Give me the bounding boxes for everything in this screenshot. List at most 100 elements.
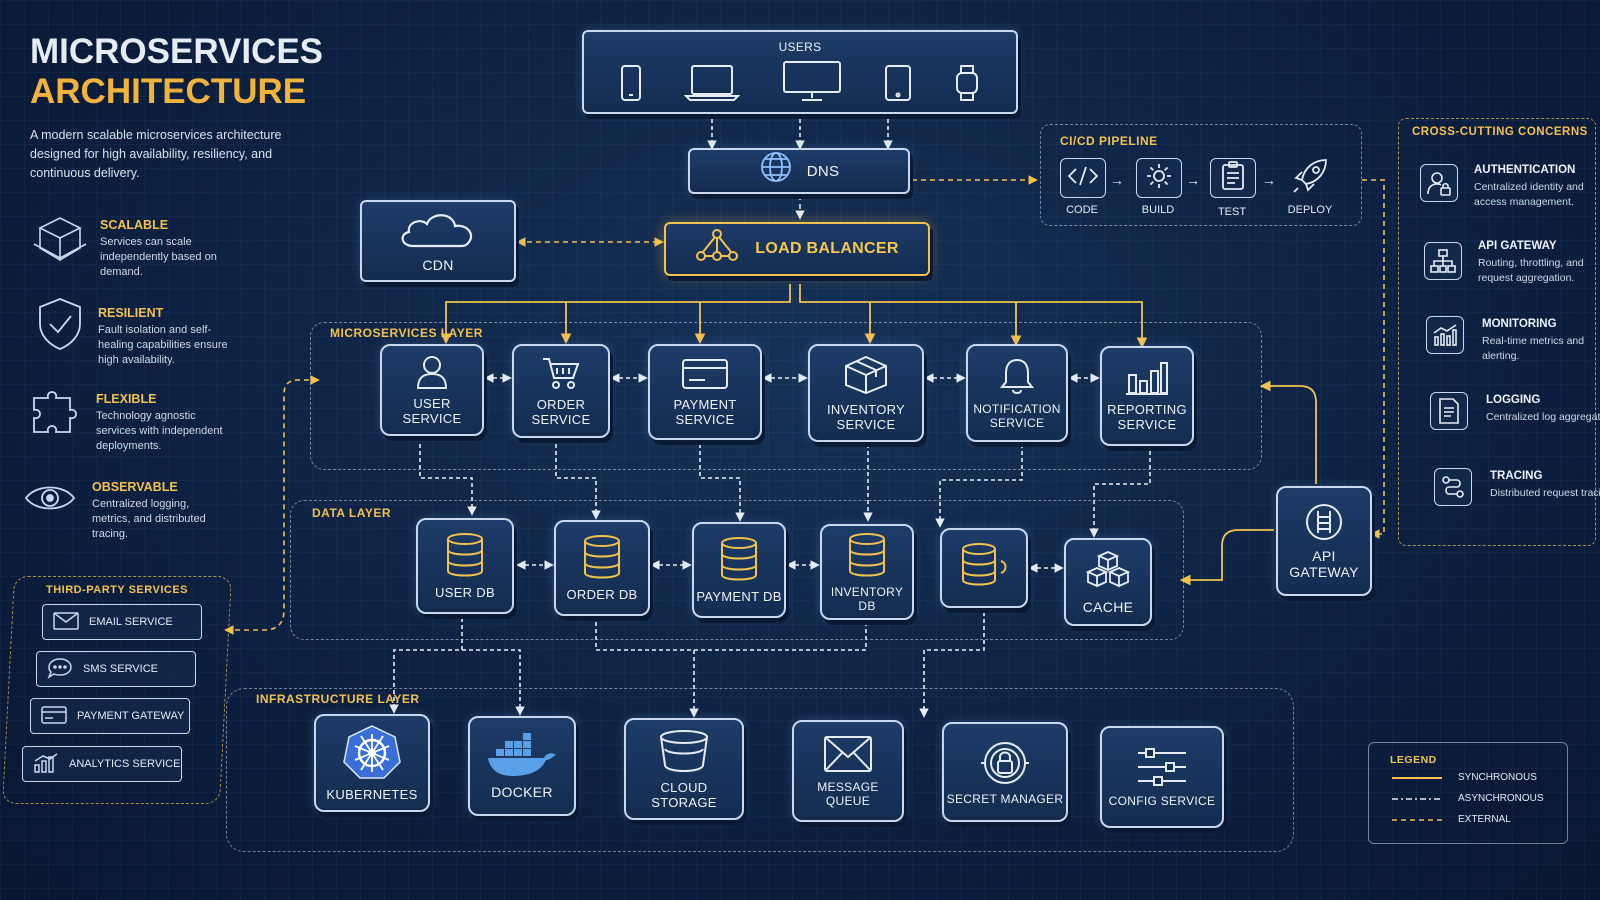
reporting-service[interactable]: REPORTING SERVICE [1100, 346, 1194, 446]
cc-title-authentication: AUTHENTICATION [1474, 164, 1576, 176]
kubernetes-label: KUBERNETES [326, 787, 418, 802]
third-party-analytics[interactable]: ANALYTICS SERVICE [22, 746, 182, 782]
notification-service[interactable]: NOTIFICATION SERVICE [966, 344, 1068, 442]
database-icon [959, 542, 1009, 594]
infrastructure-layer-label: INFRASTRUCTURE LAYER [256, 692, 420, 706]
api-gateway-box[interactable]: API GATEWAY [1276, 486, 1372, 596]
third-party-sms[interactable]: SMS SERVICE [36, 651, 196, 687]
api-gateway-line2: GATEWAY [1289, 563, 1359, 580]
rocket-icon[interactable] [1290, 156, 1330, 201]
third-party-sms-label: SMS SERVICE [83, 663, 158, 675]
mail-icon [53, 611, 79, 633]
feature-text-scalable: Services can scale independently based o… [100, 236, 217, 278]
bell-icon [999, 357, 1035, 402]
payment-service[interactable]: PAYMENT SERVICE [648, 344, 762, 440]
page-description: A modern scalable microservices architec… [30, 128, 282, 180]
inventory-service-line2: SERVICE [836, 416, 896, 432]
cross-cutting-title: CROSS-CUTTING CONCERNS [1412, 126, 1588, 138]
third-party-analytics-label: ANALYTICS SERVICE [69, 758, 181, 770]
database-icon [445, 532, 485, 585]
secret-manager-label: SECRET MANAGER [946, 791, 1064, 806]
gateway-icon [1305, 503, 1343, 548]
message-queue[interactable]: MESSAGE QUEUE [792, 720, 904, 822]
third-party-payment[interactable]: PAYMENT GATEWAY [30, 698, 190, 734]
legend-label-asynchronous: ASYNCHRONOUS [1458, 793, 1544, 804]
feature-text-resilient: Fault isolation and self-healing capabil… [98, 324, 228, 366]
arrow-icon: → [1186, 172, 1200, 188]
kubernetes-icon [343, 724, 401, 787]
order-db-label: ORDER DB [566, 587, 638, 602]
legend [1368, 742, 1568, 844]
data-layer-label: DATA LAYER [312, 506, 392, 520]
box-icon [844, 355, 888, 402]
eye-icon [24, 482, 76, 519]
users-box[interactable]: USERS [582, 30, 1018, 114]
dns-label: DNS [806, 162, 840, 180]
cicd-step-code: CODE [1066, 204, 1098, 216]
user-service-line2: SERVICE [402, 410, 462, 426]
puzzle-icon [28, 384, 84, 445]
cicd-group [1040, 124, 1362, 226]
cicd-step-test: TEST [1217, 206, 1247, 218]
inventory-service-line1: INVENTORY [826, 401, 906, 417]
database-node[interactable] [940, 528, 1028, 608]
order-service[interactable]: ORDER SERVICE [512, 344, 610, 438]
secret-manager[interactable]: SECRET MANAGER [942, 722, 1068, 822]
code-step[interactable] [1060, 158, 1106, 198]
order-service-line1: ORDER [536, 396, 586, 412]
config-service[interactable]: CONFIG SERVICE [1100, 726, 1224, 828]
document-icon [1430, 392, 1468, 430]
microservices-layer-label: MICROSERVICES LAYER [330, 326, 483, 340]
docker[interactable]: DOCKER [468, 716, 576, 816]
chart-icon [1426, 316, 1464, 354]
reporting-service-line1: REPORTING [1107, 401, 1187, 417]
network-icon [695, 228, 739, 271]
cdn-box[interactable]: CDN [360, 200, 516, 282]
cicd-step-deploy: DEPLOY [1287, 204, 1333, 216]
cc-title-monitoring: MONITORING [1482, 318, 1557, 330]
feature-title-resilient: RESILIENT [98, 306, 164, 320]
card-icon [41, 705, 67, 727]
cross-cutting-group [1398, 118, 1596, 546]
cache[interactable]: CACHE [1064, 538, 1152, 626]
third-party-email[interactable]: EMAIL SERVICE [42, 604, 202, 640]
desktop-icon [782, 60, 842, 109]
order-db[interactable]: ORDER DB [554, 520, 650, 616]
inventory-db[interactable]: INVENTORY DB [820, 524, 914, 620]
trace-icon [1434, 468, 1472, 506]
watch-icon [954, 64, 980, 109]
third-party-title: THIRD-PARTY SERVICES [46, 584, 189, 596]
payment-db[interactable]: PAYMENT DB [692, 522, 786, 618]
load-balancer-box[interactable]: LOAD BALANCER [664, 222, 930, 276]
kubernetes[interactable]: KUBERNETES [314, 714, 430, 812]
gear-icon [1145, 162, 1173, 195]
database-icon [719, 536, 759, 589]
cc-text-monitoring: Real-time metrics and alerting. [1482, 335, 1585, 362]
feature-title-observable: OBSERVABLE [92, 480, 178, 494]
user-db-label: USER DB [435, 585, 495, 600]
cloud-storage[interactable]: CLOUD STORAGE [624, 718, 744, 820]
sliders-icon [1136, 747, 1188, 794]
data-layer [290, 500, 1184, 640]
legend-label-synchronous: SYNCHRONOUS [1458, 772, 1537, 783]
user-icon [416, 355, 448, 396]
user-db[interactable]: USER DB [416, 518, 514, 614]
cc-title-logging: LOGGING [1486, 394, 1541, 406]
cache-label: CACHE [1082, 598, 1134, 615]
dns-box[interactable]: DNS [688, 148, 910, 194]
inventory-service[interactable]: INVENTORY SERVICE [808, 344, 924, 442]
build-step[interactable] [1136, 158, 1182, 198]
bar-chart-icon [1125, 361, 1169, 402]
payment-service-line1: PAYMENT [673, 396, 737, 412]
third-party-payment-label: PAYMENT GATEWAY [77, 710, 185, 722]
user-service[interactable]: USER SERVICE [380, 344, 484, 436]
card-icon [681, 358, 729, 397]
payment-db-label: PAYMENT DB [696, 589, 782, 604]
analytics-icon [33, 752, 59, 776]
page-title-line2: ARCHITECTURE [30, 72, 307, 111]
database-icon [847, 532, 887, 585]
infrastructure-layer [226, 688, 1294, 852]
test-step[interactable] [1210, 158, 1256, 198]
message-queue-label: MESSAGE QUEUE [817, 779, 879, 808]
users-label: USERS [778, 40, 822, 54]
